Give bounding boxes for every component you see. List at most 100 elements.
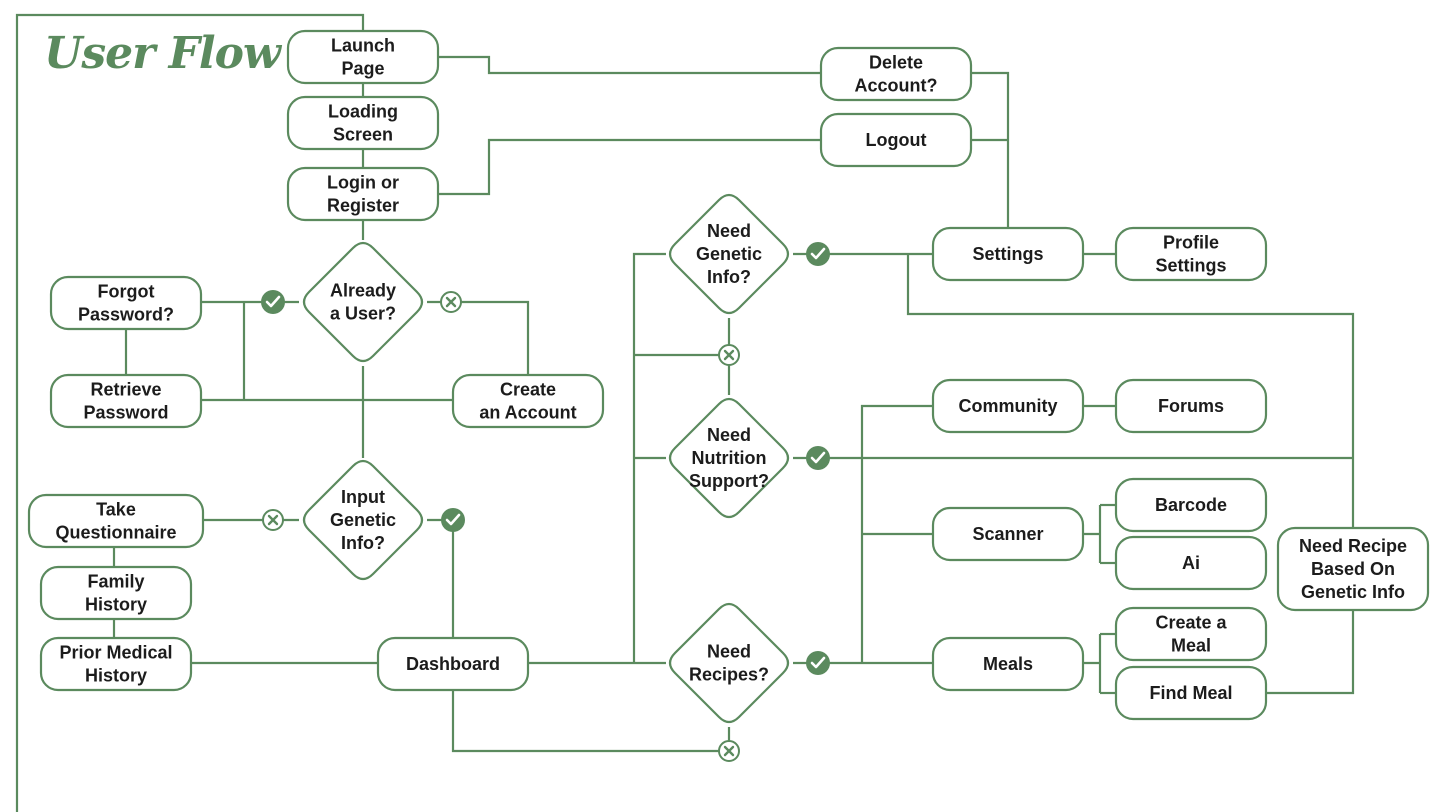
node-label-line: Loading (328, 102, 398, 122)
decision-diamond (302, 459, 424, 581)
decision-diamond (668, 193, 790, 315)
node-label-line: Meal (1171, 636, 1211, 656)
node-settings: Settings (931, 226, 1085, 282)
node-box (451, 373, 605, 429)
node-box (286, 29, 440, 85)
node-box (931, 506, 1085, 562)
node-label-line: Launch (331, 36, 395, 56)
node-login-register: Login or Register (286, 166, 440, 222)
decision-diamond (302, 241, 424, 363)
node-label-line: Community (959, 396, 1058, 416)
decision-diamond (668, 602, 790, 724)
node-box (1114, 665, 1268, 721)
node-label-line: Family (87, 572, 144, 592)
node-label-line: Dashboard (406, 654, 500, 674)
node-label-line: Take (96, 500, 136, 520)
node-meals: Meals (931, 636, 1085, 692)
node-forums: Forums (1114, 378, 1268, 434)
node-box (1114, 535, 1268, 591)
node-box (1276, 526, 1430, 612)
node-label-line: Register (327, 196, 399, 216)
node-find-meal: Find Meal (1114, 665, 1268, 721)
node-label-line: Barcode (1155, 495, 1227, 515)
node-label-line: Find Meal (1149, 683, 1232, 703)
node-label-line: Based On (1311, 559, 1395, 579)
node-label-line: Delete (869, 53, 923, 73)
node-label-line: Meals (983, 654, 1033, 674)
node-label-line: Questionnaire (55, 523, 176, 543)
node-label-line: Need Recipe (1299, 536, 1407, 556)
node-ai: Ai (1114, 535, 1268, 591)
node-label-line: Login or (327, 173, 399, 193)
node-label-line: History (85, 595, 147, 615)
node-label-line: Retrieve (90, 380, 161, 400)
node-label-line: Ai (1182, 553, 1200, 573)
node-label-line: Forgot (98, 282, 155, 302)
diagram-title: User Flow (44, 28, 281, 79)
check-circle-icon (261, 290, 285, 314)
node-box (1114, 226, 1268, 282)
node-box (931, 226, 1085, 282)
node-box (286, 166, 440, 222)
node-box (1114, 606, 1268, 662)
x-circle-icon (440, 291, 462, 313)
node-box (39, 565, 193, 621)
check-circle-icon (806, 242, 830, 266)
node-barcode: Barcode (1114, 477, 1268, 533)
node-label-line: Info? (341, 533, 385, 553)
x-circle-icon (718, 344, 740, 366)
node-box (931, 636, 1085, 692)
node-label-line: Input (341, 487, 385, 507)
node-label-line: an Account (479, 403, 576, 423)
node-label-line: Prior Medical (59, 643, 172, 663)
node-label-line: Already (330, 281, 396, 301)
node-label-line: Forums (1158, 396, 1224, 416)
node-label-line: Page (341, 59, 384, 79)
node-logout: Logout (819, 112, 973, 168)
node-label-line: Profile (1163, 233, 1219, 253)
node-label-line: Screen (333, 125, 393, 145)
check-circle-icon (806, 651, 830, 675)
node-label-line: Account? (855, 76, 938, 96)
node-box (286, 95, 440, 151)
decision-markers (261, 242, 830, 762)
node-label-line: Genetic Info (1301, 582, 1405, 602)
connectors (15, 13, 1355, 812)
node-label-line: Need (707, 425, 751, 445)
node-box (1114, 477, 1268, 533)
node-label-line: Create a (1155, 613, 1227, 633)
node-box (819, 46, 973, 102)
node-label-line: Settings (972, 244, 1043, 264)
node-box (49, 373, 203, 429)
node-box (27, 493, 205, 549)
node-create-meal: Create a Meal (1114, 606, 1268, 662)
node-box (49, 275, 203, 331)
check-circle-icon (806, 446, 830, 470)
node-label-line: Support? (689, 471, 769, 491)
node-label-line: Recipes? (689, 665, 769, 685)
node-label-line: Genetic (330, 510, 396, 530)
node-label-line: Nutrition (692, 448, 767, 468)
node-label-line: Info? (707, 267, 751, 287)
node-community: Community (931, 378, 1085, 434)
node-box (819, 112, 973, 168)
node-label-line: Need (707, 221, 751, 241)
node-box (931, 378, 1085, 434)
node-label-line: Password (83, 403, 168, 423)
x-circle-icon (262, 509, 284, 531)
node-box (1114, 378, 1268, 434)
node-box (376, 636, 530, 692)
